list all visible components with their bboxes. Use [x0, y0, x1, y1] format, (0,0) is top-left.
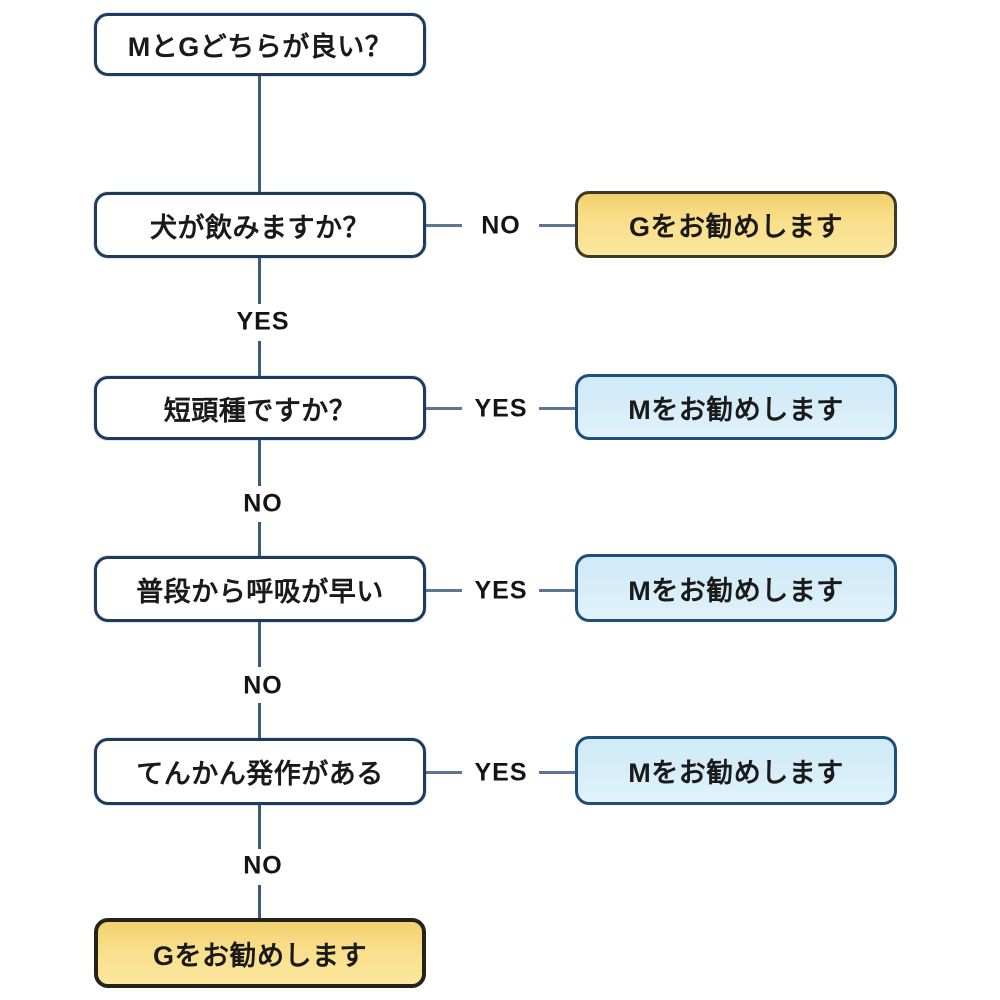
- edge-label-yes-q4-r3: YES: [470, 578, 532, 604]
- edge-q4-r3-right: [539, 589, 575, 592]
- edge-q3-q4-upper: [258, 440, 261, 486]
- edge-q2-q3-upper: [258, 258, 261, 304]
- edge-q3-r2-right: [539, 407, 575, 410]
- flowchart-node-question-epilepsy: てんかん発作がある: [94, 738, 426, 805]
- flowchart-node-result-m-3: Mをお勧めします: [575, 736, 897, 805]
- edge-q5-r4-right: [539, 771, 575, 774]
- node-label: Mをお勧めします: [628, 758, 844, 788]
- edge-label-yes-q3-r2: YES: [470, 396, 532, 422]
- flowchart-node-result-g-1: Gをお勧めします: [575, 191, 897, 258]
- node-label: MとGどちらが良い？: [127, 32, 393, 62]
- edge-q3-r2-left: [426, 407, 462, 410]
- node-label: 普段から呼吸が早い: [136, 576, 384, 607]
- edge-label-yes-q2-q3: YES: [232, 309, 294, 335]
- flowchart-node-question-brachycephalic: 短頭種ですか？: [94, 376, 426, 440]
- edge-q3-q4-lower: [258, 522, 261, 556]
- edge-q5-final-lower: [258, 885, 261, 918]
- flowchart-node-question-root: MとGどちらが良い？: [94, 13, 426, 76]
- flowchart-node-question-fast-breathing: 普段から呼吸が早い: [94, 556, 426, 622]
- edge-q2-r1-left: [426, 224, 462, 227]
- node-label: Gをお勧めします: [152, 940, 367, 971]
- flowchart-node-result-g-final: Gをお勧めします: [94, 918, 426, 988]
- edge-label-no-q3-q4: NO: [239, 491, 287, 517]
- edge-label-no-q4-q5: NO: [239, 673, 287, 699]
- edge-q5-final-upper: [258, 805, 261, 849]
- node-label: Gをお勧めします: [628, 212, 843, 242]
- edge-q4-r3-left: [426, 589, 462, 592]
- edge-q1-q2: [258, 76, 261, 192]
- edge-label-no-q2-r1: NO: [477, 213, 525, 239]
- edge-q2-r1-right: [539, 224, 575, 227]
- node-label: Mをお勧めします: [628, 394, 844, 425]
- edge-q2-q3-lower: [258, 341, 261, 376]
- edge-q4-q5-lower: [258, 703, 261, 738]
- node-label: Mをお勧めします: [628, 575, 844, 606]
- flowchart-node-result-m-2: Mをお勧めします: [575, 554, 897, 622]
- flowchart-node-question-drink: 犬が飲みますか？: [94, 192, 426, 258]
- edge-q5-r4-left: [426, 771, 462, 774]
- flowchart-node-result-m-1: Mをお勧めします: [575, 374, 897, 440]
- node-label: てんかん発作がある: [136, 759, 384, 789]
- edge-q4-q5-upper: [258, 622, 261, 667]
- edge-label-yes-q5-r4: YES: [470, 760, 532, 786]
- edge-label-no-q5-final: NO: [239, 853, 287, 879]
- node-label: 犬が飲みますか？: [150, 212, 370, 243]
- node-label: 短頭種ですか？: [163, 395, 357, 426]
